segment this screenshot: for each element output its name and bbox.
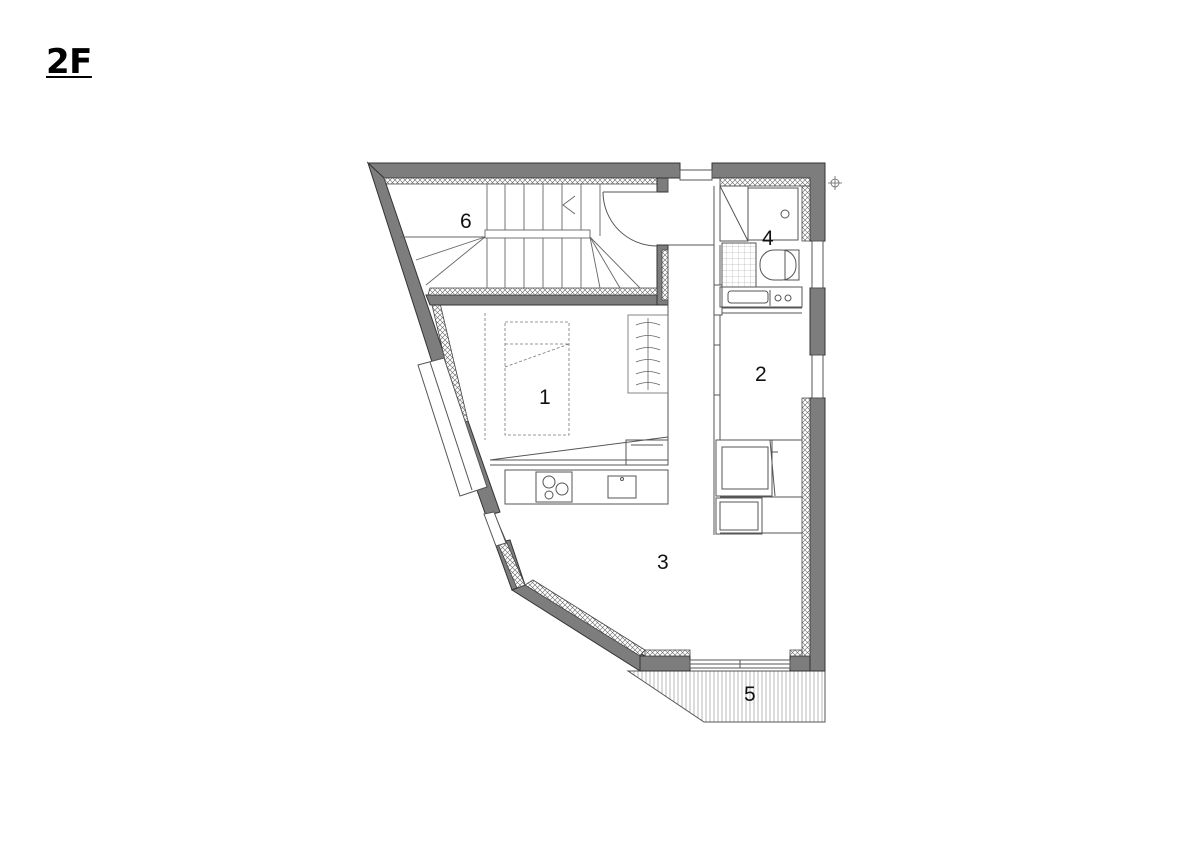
right-windows: [689, 240, 824, 669]
exterior-walls: [366, 161, 826, 672]
toilet-room: [719, 185, 803, 308]
balcony-deck: [626, 663, 826, 723]
floor-label: 2F: [46, 42, 92, 82]
bay-window: [417, 357, 507, 547]
room-4-label: 4: [762, 227, 774, 250]
kitchen-counter: [504, 469, 669, 505]
stair-enclosure-walls: [425, 177, 669, 306]
insulation-layers: [383, 177, 811, 657]
room-divider-cabinets: [489, 436, 669, 466]
staircase: [400, 184, 641, 289]
closet-rack: [627, 314, 669, 394]
storage-units: [715, 439, 778, 535]
interior-partitions: [667, 186, 802, 535]
grid-marker: [828, 176, 842, 190]
room-6-label: 6: [460, 210, 472, 233]
room-3-label: 3: [657, 551, 669, 574]
entry-door: [602, 169, 713, 247]
bed: [484, 313, 570, 440]
room-5-label: 5: [744, 683, 756, 706]
room-1-label: 1: [539, 386, 551, 409]
room-2-label: 2: [755, 363, 767, 386]
